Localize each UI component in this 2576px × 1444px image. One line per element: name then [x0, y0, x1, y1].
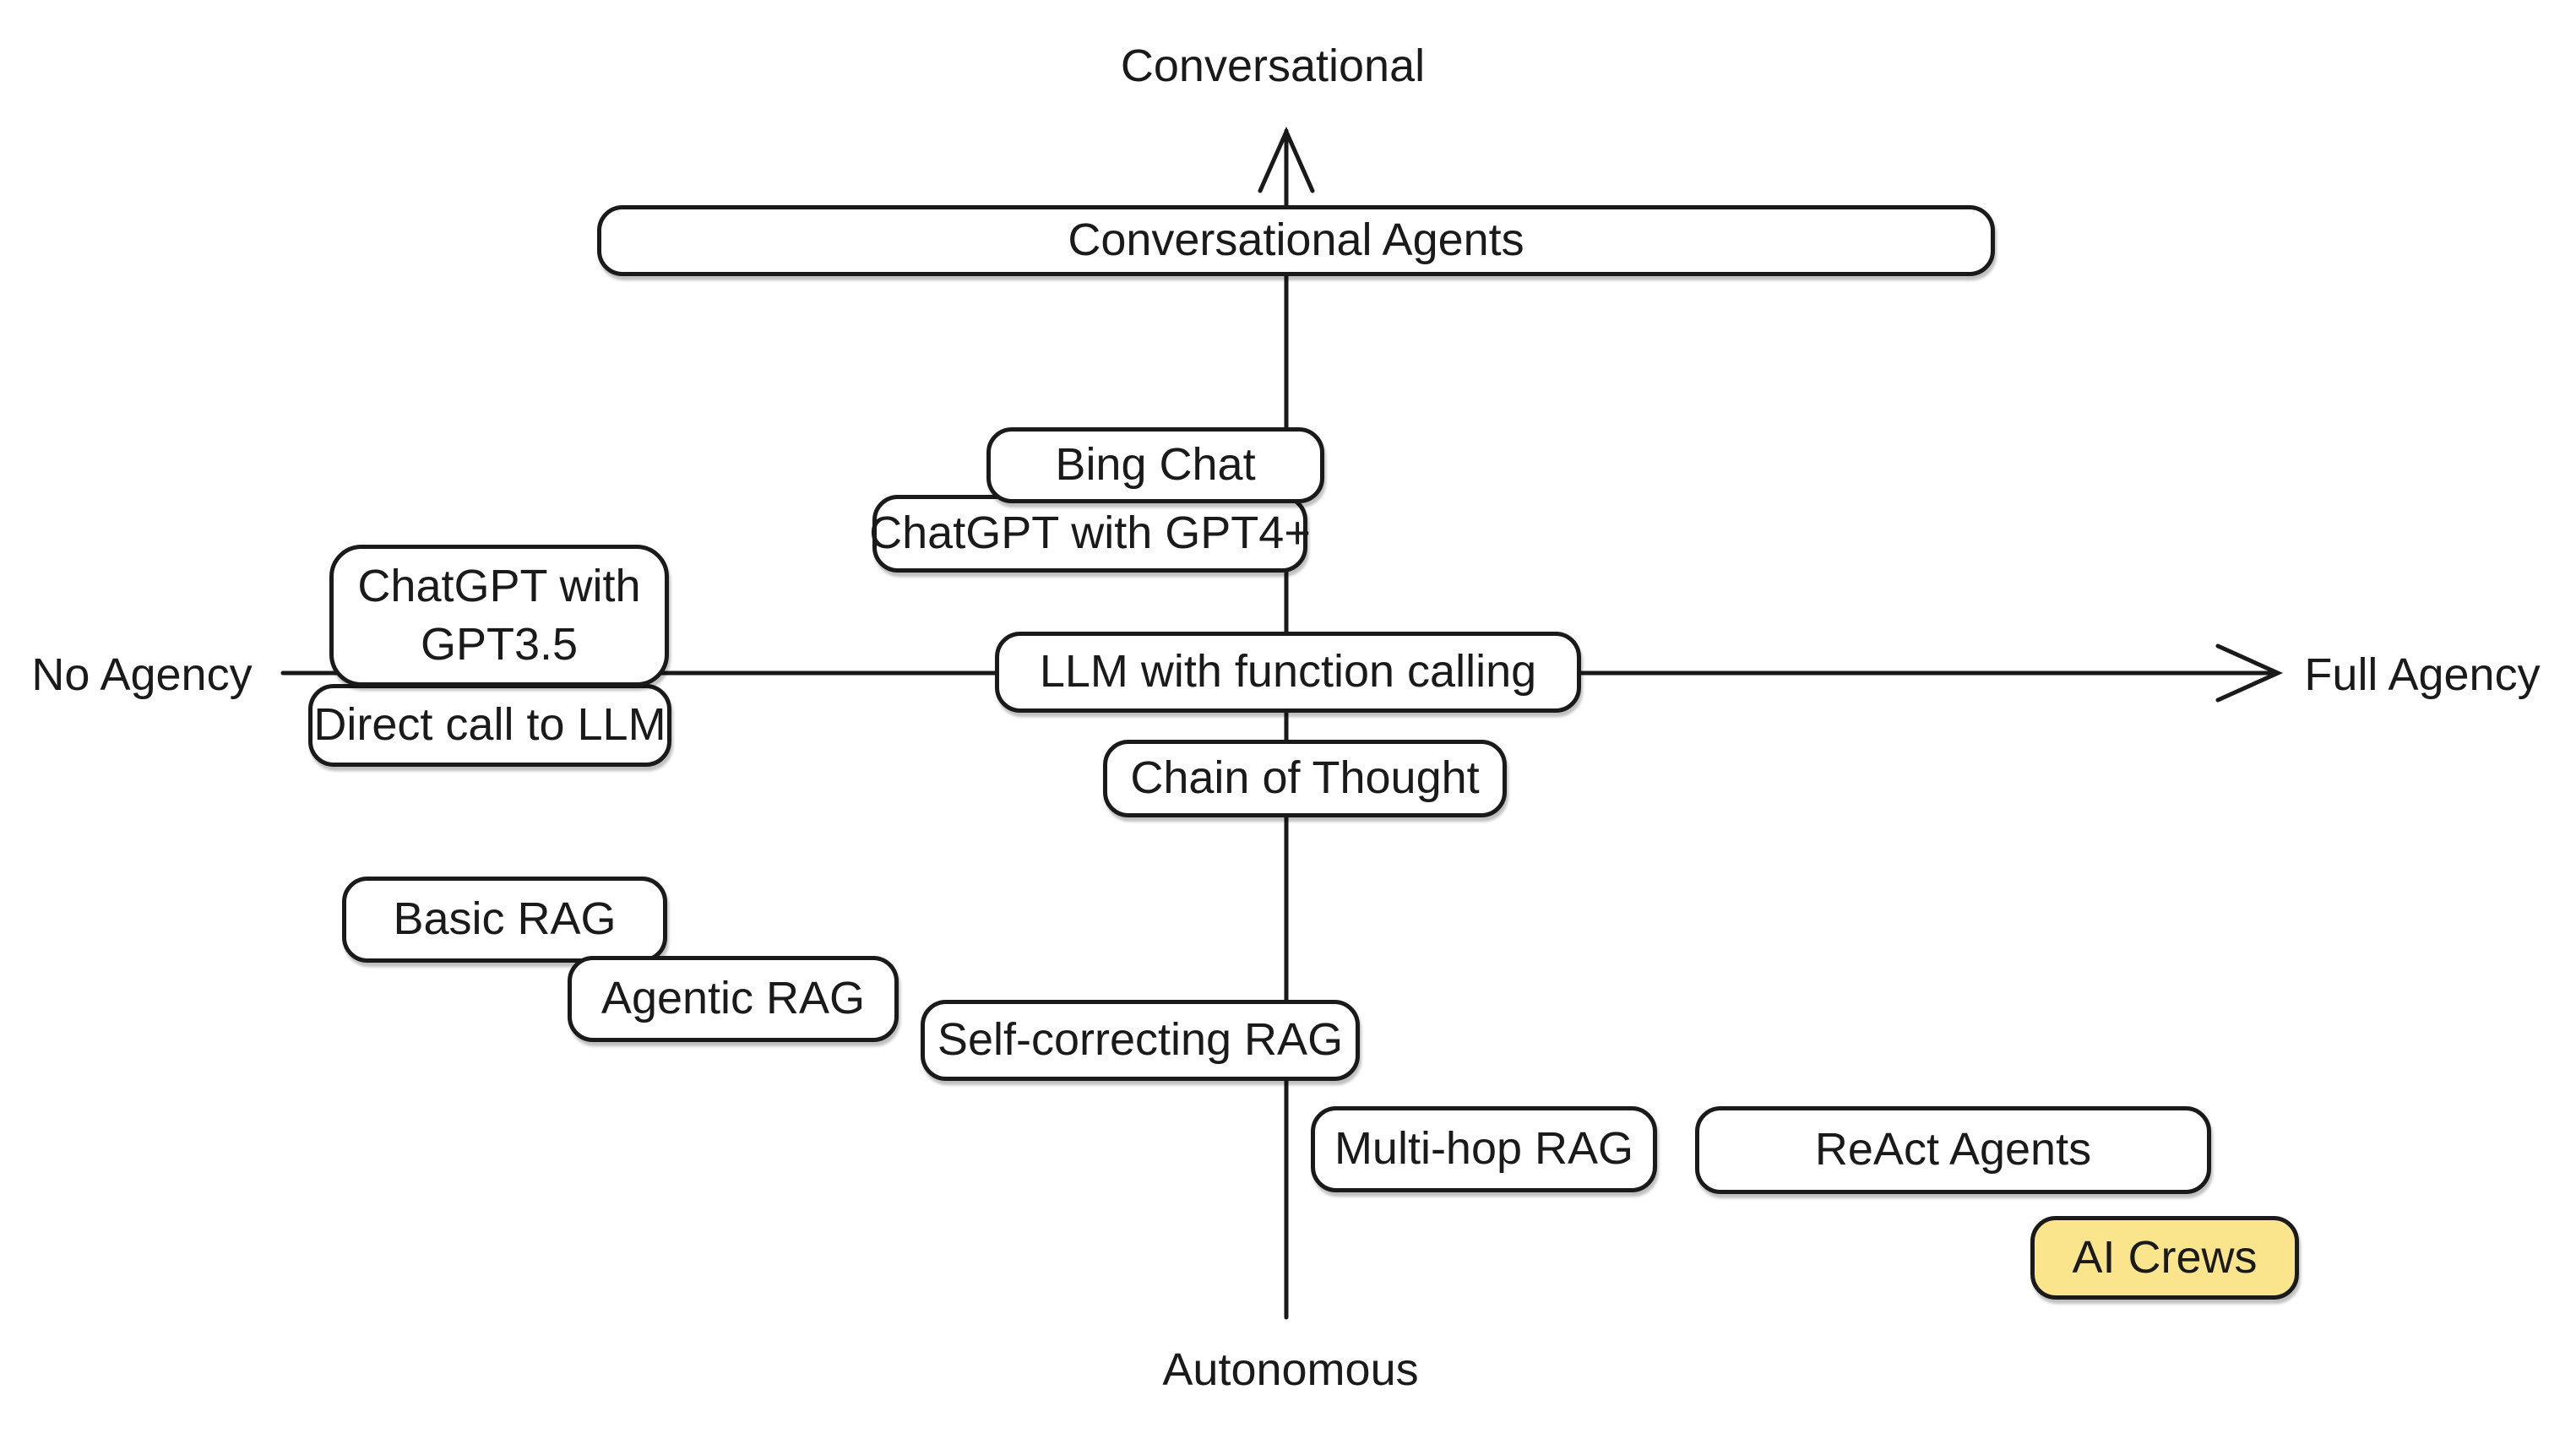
- axis-label-autonomous: Autonomous: [1162, 1344, 1419, 1395]
- node-bing-chat: Bing Chat: [986, 427, 1324, 503]
- node-self-correcting-rag: Self-correcting RAG: [921, 1000, 1360, 1081]
- node-llm-with-function-calling: LLM with function calling: [995, 632, 1581, 713]
- node-direct-call-to-llm: Direct call to LLM: [308, 684, 671, 767]
- node-chatgpt-with-gpt35: ChatGPT with GPT3.5: [329, 545, 669, 687]
- node-agentic-rag: Agentic RAG: [568, 956, 899, 1042]
- node-ai-crews: AI Crews: [2030, 1216, 2299, 1300]
- axis-label-conversational: Conversational: [1120, 41, 1426, 91]
- node-label-chatgpt-with-gpt4: ChatGPT with GPT4+: [869, 508, 1311, 559]
- node-multi-hop-rag: Multi-hop RAG: [1311, 1106, 1657, 1192]
- node-label-bing-chat: Bing Chat: [1055, 439, 1256, 491]
- axis-label-full-agency: Full Agency: [2304, 649, 2541, 700]
- node-label-direct-call-to-llm: Direct call to LLM: [313, 699, 666, 751]
- node-chatgpt-with-gpt4: ChatGPT with GPT4+: [869, 495, 1311, 573]
- node-conversational-agents: Conversational Agents: [597, 205, 1995, 276]
- node-chain-of-thought: Chain of Thought: [1103, 740, 1507, 817]
- node-label-multi-hop-rag: Multi-hop RAG: [1334, 1123, 1634, 1175]
- node-label-conversational-agents: Conversational Agents: [1068, 214, 1524, 266]
- up-arrowhead-icon: [1258, 126, 1315, 193]
- node-label-self-correcting-rag: Self-correcting RAG: [937, 1014, 1344, 1066]
- node-label-basic-rag: Basic RAG: [393, 893, 617, 945]
- right-arrowhead-icon: [2215, 643, 2284, 703]
- axis-label-no-agency: No Agency: [31, 649, 253, 700]
- node-label-chatgpt-with-gpt35: ChatGPT with GPT3.5: [357, 560, 641, 670]
- node-label-ai-crews: AI Crews: [2072, 1231, 2258, 1283]
- node-basic-rag: Basic RAG: [342, 877, 667, 963]
- node-label-react-agents: ReAct Agents: [1814, 1124, 2092, 1175]
- node-label-chain-of-thought: Chain of Thought: [1130, 752, 1480, 804]
- node-label-agentic-rag: Agentic RAG: [601, 973, 866, 1024]
- node-label-llm-with-function-calling: LLM with function calling: [1039, 646, 1537, 698]
- node-react-agents: ReAct Agents: [1695, 1106, 2211, 1194]
